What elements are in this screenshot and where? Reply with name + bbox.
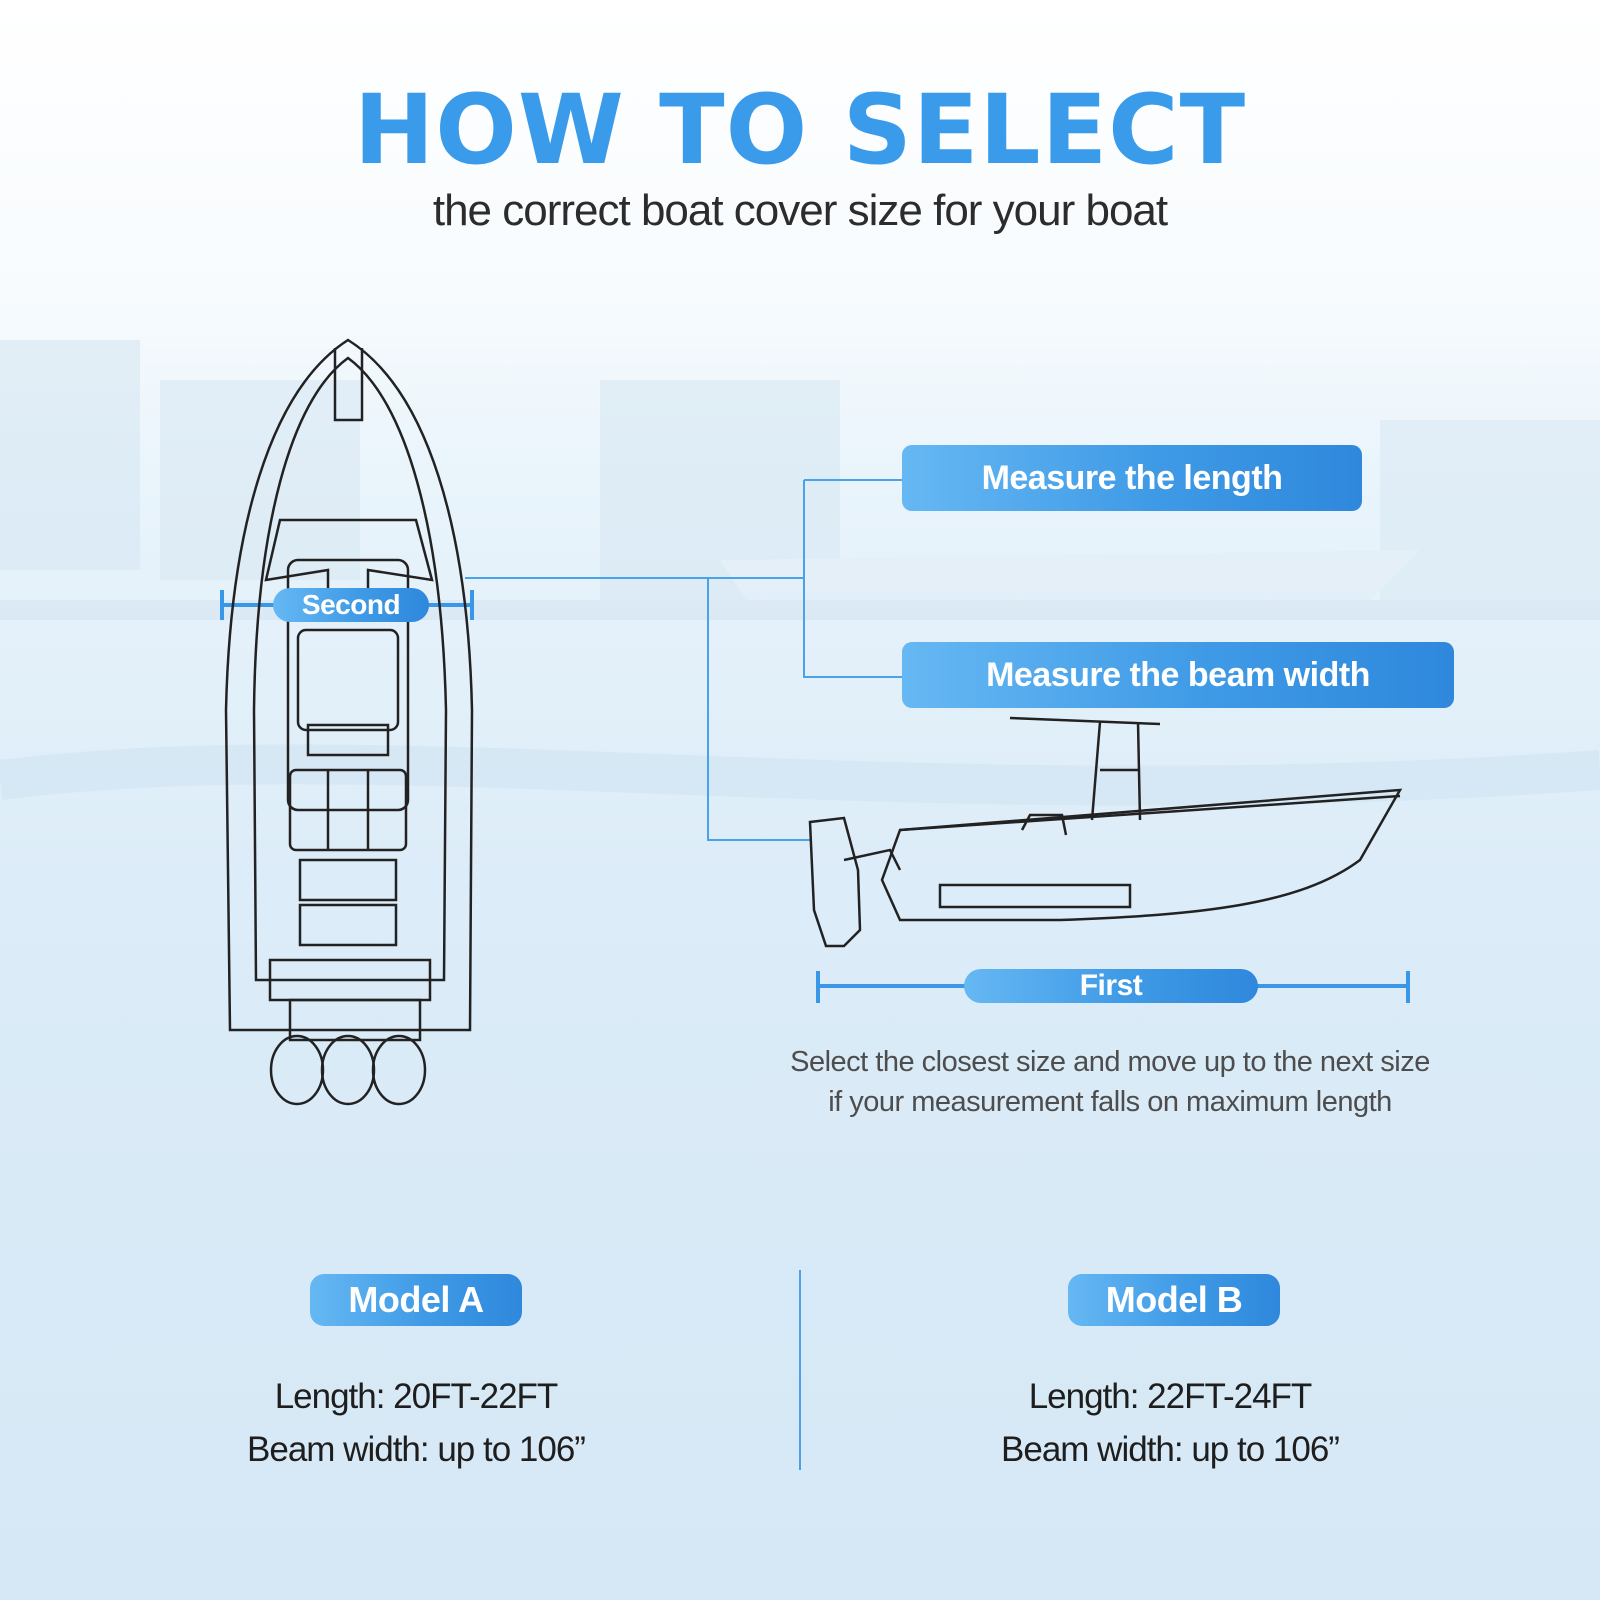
measure-beam-width-label: Measure the beam width [902,642,1454,708]
model-b-badge: Model B [1068,1274,1280,1326]
sizing-note-line1: Select the closest size and move up to t… [790,1046,1430,1078]
sizing-note: Select the closest size and move up to t… [740,1042,1480,1122]
model-a-specs: Length: 20FT-22FT Beam width: up to 106” [136,1370,696,1476]
model-b-beam: Beam width: up to 106” [1001,1430,1340,1469]
first-step-tag: First [964,969,1258,1003]
model-divider [799,1270,801,1470]
page-title: HOW TO SELECT [353,74,1247,186]
page-subtitle: the correct boat cover size for your boa… [432,186,1168,235]
sizing-note-line2: if your measurement falls on maximum len… [828,1086,1392,1118]
model-b-specs: Length: 22FT-24FT Beam width: up to 106” [890,1370,1450,1476]
second-step-tag: Second [273,588,429,622]
model-a-beam: Beam width: up to 106” [247,1430,586,1469]
model-b-length: Length: 22FT-24FT [1028,1377,1313,1416]
model-a-length: Length: 20FT-22FT [274,1377,559,1416]
boat-top-view-icon [224,338,474,1106]
model-a-badge: Model A [310,1274,522,1326]
boat-side-view-icon [808,716,1403,948]
measure-length-label: Measure the length [902,445,1362,511]
harbor-background [0,340,1600,806]
